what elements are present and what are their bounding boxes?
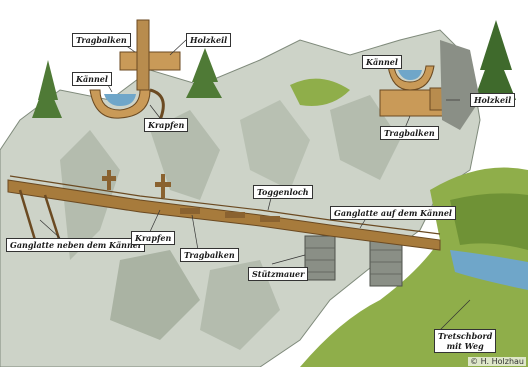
label-ganglatte-neben: Ganglatte neben dem Kännel [6,238,145,252]
support-1 [18,189,62,243]
label-krapfen-main: Krapfen [131,231,176,245]
meadow-shade [450,193,528,250]
rock-shadow-2 [150,110,220,200]
copyright-notice: © H. Holzhau [468,357,526,366]
wall-left [304,235,336,281]
detail1-hook [149,88,165,121]
label-stuetzmauer: Stützmauer [248,267,309,281]
tree-left [32,60,62,118]
tree-right [474,20,516,100]
rock-shadow-3 [240,100,310,190]
beam-2 [225,212,245,218]
detail1-water [104,94,136,106]
flume-main [7,179,441,251]
label-krapfen-top: Krapfen [144,118,189,132]
detail1-post [136,19,150,91]
label-holzkeil-top: Holzkeil [186,33,232,47]
label-kaennel-top: Kännel [72,72,112,86]
flume-plank [9,175,441,235]
beam-1 [180,208,200,214]
label-toggenloch: Toggenloch [253,185,313,199]
rock-shadow-6 [200,260,280,350]
detail1-beam [119,51,181,71]
label-holzkeil-right: Holzkeil [470,93,516,107]
detail1-trough [89,89,151,119]
label-tretschbord-line2: mit Weg [446,341,484,351]
label-tragbalken-main: Tragbalken [180,248,239,262]
label-ganglatte-auf: Ganglatte auf dem Kännel [330,206,456,220]
grass-mid [290,78,350,106]
detail2-water [398,70,422,80]
label-tragbalken-right: Tragbalken [380,126,439,140]
rock-shadow-5 [110,250,200,340]
label-tretschbord-line1: Tretschbord [438,331,493,341]
beam-3 [260,216,280,222]
detail2-trough [387,65,435,91]
label-tretschbord: Tretschbord mit Weg [434,329,497,353]
label-tragbalken-top: Tragbalken [72,33,131,47]
tree-mid [186,48,222,98]
label-kaennel-right: Kännel [362,55,402,69]
stream [450,250,528,290]
detail2-rock [440,40,480,130]
